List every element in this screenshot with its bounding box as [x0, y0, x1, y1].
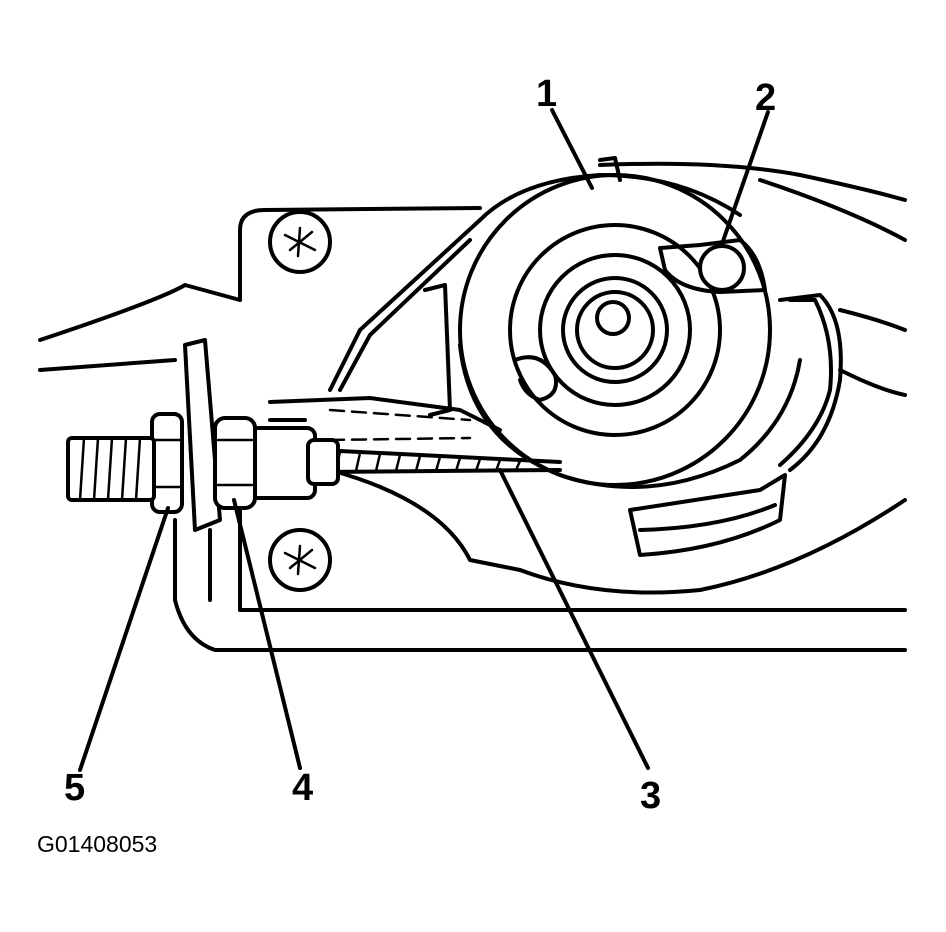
adjusting-nut — [150, 412, 184, 514]
callout-2: 2 — [755, 77, 776, 119]
cable-fitting — [238, 426, 340, 500]
cable-conduit — [268, 396, 502, 442]
lower-mounting-screw — [268, 528, 332, 592]
callout-3: 3 — [640, 775, 661, 817]
cable-end-pin — [658, 238, 767, 294]
threaded-rod — [66, 436, 156, 502]
lock-nut — [213, 416, 257, 510]
callout-4: 4 — [292, 767, 313, 809]
callout-5: 5 — [64, 767, 85, 809]
brake-cable — [318, 448, 562, 474]
callout-1: 1 — [536, 73, 557, 115]
pulley-notch — [513, 355, 558, 402]
figure-id: G01408053 — [37, 831, 157, 857]
cable-pulley — [328, 156, 843, 557]
upper-mounting-screw — [268, 210, 332, 274]
bracket-plate — [183, 338, 222, 602]
housing-outline — [38, 161, 907, 652]
leader-lines — [78, 108, 770, 772]
